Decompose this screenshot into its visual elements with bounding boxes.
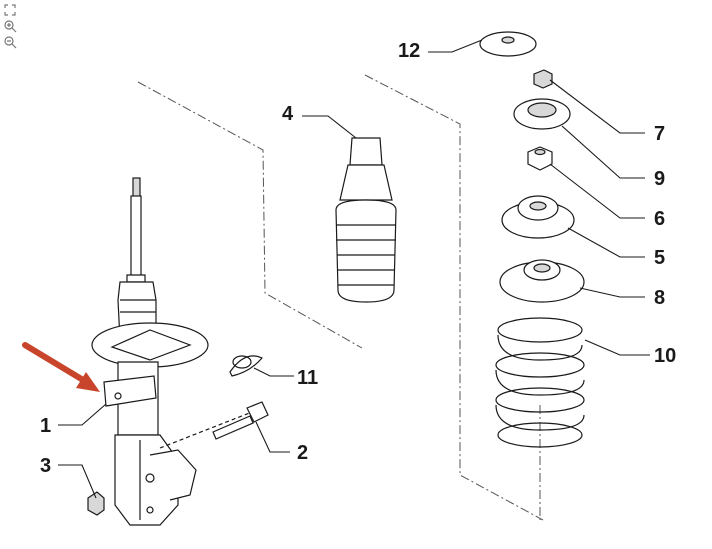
callout-4[interactable]: 4 (282, 103, 294, 125)
callout-9[interactable]: 9 (654, 168, 665, 190)
part-4-dust-boot (335, 137, 397, 303)
callout-12[interactable]: 12 (398, 40, 420, 62)
callout-2[interactable]: 2 (297, 442, 308, 464)
leader-lines (58, 39, 650, 499)
callout-5[interactable]: 5 (654, 247, 665, 269)
zoom-out-icon[interactable] (3, 35, 17, 49)
callout-11[interactable]: 11 (297, 367, 318, 389)
part-6-nut (527, 146, 553, 171)
part-5-top-mount (501, 195, 575, 239)
shock-absorber-strut (91, 177, 209, 526)
zoom-in-icon[interactable] (3, 19, 17, 33)
fit-page-icon[interactable] (3, 3, 17, 17)
part-12-cap (479, 31, 537, 57)
part-8-spring-seat (499, 259, 585, 303)
zoom-toolbar (3, 3, 19, 49)
part-11-clip (229, 355, 263, 377)
part-2-bolt (159, 401, 269, 449)
callout-3[interactable]: 3 (40, 455, 51, 477)
part-7-nut (533, 69, 553, 89)
part-10-coil-spring (495, 317, 585, 448)
callout-8[interactable]: 8 (654, 287, 665, 309)
callout-labels: 1 3 2 11 4 12 7 9 6 5 8 10 (40, 40, 676, 477)
highlight-arrow (22, 342, 100, 392)
part-3-nut (87, 491, 105, 516)
part-9-washer (513, 98, 571, 130)
callout-7[interactable]: 7 (654, 123, 665, 145)
callout-1[interactable]: 1 (40, 415, 51, 437)
callout-6[interactable]: 6 (654, 208, 665, 230)
callout-10[interactable]: 10 (654, 345, 676, 367)
assembly-guides (137, 74, 544, 521)
